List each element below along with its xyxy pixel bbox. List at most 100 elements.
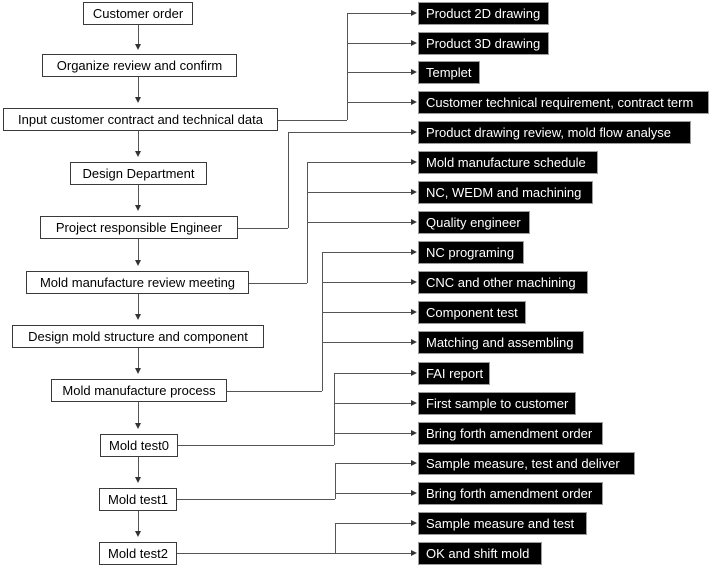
process-box-design-department[interactable]: Design Department: [70, 162, 207, 185]
output-box-cnc-other-machining[interactable]: CNC and other machining: [418, 271, 588, 294]
branch5-source-stub: [178, 445, 334, 446]
spine-segment-9: [138, 457, 139, 477]
branch4-lead-nc-programing: [322, 252, 412, 253]
process-box-mold-test2[interactable]: Mold test2: [99, 542, 177, 565]
output-box-matching-assembling[interactable]: Matching and assembling: [418, 331, 584, 354]
branch4-source-stub: [227, 391, 322, 392]
branch2-source-stub: [238, 228, 288, 229]
process-label: Mold manufacture review meeting: [39, 275, 236, 290]
spine-segment-8: [138, 402, 139, 423]
branch1-arrow-customer-req: [411, 98, 417, 105]
output-box-product-drawing-review[interactable]: Product drawing review, mold flow analys…: [418, 121, 691, 144]
output-label: Product 3D drawing: [426, 36, 541, 51]
output-label: Component test: [426, 305, 518, 320]
output-box-nc-wedm-machining[interactable]: NC, WEDM and machining: [418, 181, 593, 204]
branch6-lead-amendment-order-2: [335, 493, 412, 494]
spine-arrow-7: [134, 368, 141, 374]
branch6-lead-sample-measure-deliver: [335, 463, 412, 464]
output-box-fai-report[interactable]: FAI report: [418, 362, 490, 385]
process-label: Mold test1: [108, 492, 168, 507]
spine-segment-1: [138, 25, 139, 44]
branch1-trunk: [347, 13, 348, 120]
branch6-trunk: [335, 463, 336, 499]
branch3-lead-quality-engineer: [307, 222, 412, 223]
output-label: Mold manufacture schedule: [426, 155, 586, 170]
branch7-arrow-sample-measure-test: [411, 519, 417, 526]
spine-arrow-6: [134, 314, 141, 320]
branch5-arrow-amendment-order-1: [411, 429, 417, 436]
spine-arrow-2: [134, 97, 141, 103]
branch1-arrow-product-3d: [411, 39, 417, 46]
spine-arrow-5: [134, 260, 141, 266]
process-box-mold-test0[interactable]: Mold test0: [100, 434, 178, 457]
branch3-arrow-nc-wedm: [411, 188, 417, 195]
process-label: Design mold structure and component: [28, 329, 248, 344]
output-box-customer-technical-req[interactable]: Customer technical requirement, contract…: [418, 91, 709, 114]
process-box-customer-order[interactable]: Customer order: [83, 2, 193, 25]
branch1-arrow-product-2d: [411, 9, 417, 16]
output-label: First sample to customer: [426, 396, 569, 411]
branch6-arrow-sample-measure-deliver: [411, 459, 417, 466]
branch4-arrow-matching-assembling: [411, 338, 417, 345]
output-box-templet[interactable]: Templet: [418, 61, 480, 84]
process-label: Customer order: [92, 6, 184, 21]
output-box-first-sample-to-customer[interactable]: First sample to customer: [418, 392, 576, 415]
process-box-manufacture-process[interactable]: Mold manufacture process: [51, 379, 227, 402]
branch7-source-stub: [177, 553, 335, 554]
output-box-ok-shift-mold[interactable]: OK and shift mold: [418, 542, 542, 565]
branch5-arrow-first-sample: [411, 399, 417, 406]
spine-arrow-8: [134, 423, 141, 429]
branch2-arrow-drawing-review: [411, 128, 417, 135]
output-label: Templet: [426, 65, 472, 80]
process-label: Organize review and confirm: [56, 58, 223, 73]
branch1-arrow-templet: [411, 68, 417, 75]
process-box-design-mold-structure[interactable]: Design mold structure and component: [12, 325, 264, 348]
branch4-arrow-component-test: [411, 308, 417, 315]
process-label: Project responsible Engineer: [55, 220, 223, 235]
output-label: NC, WEDM and machining: [426, 185, 582, 200]
spine-segment-2: [138, 77, 139, 97]
process-label: Mold manufacture process: [62, 383, 216, 398]
output-box-amendment-order-1[interactable]: Bring forth amendment order: [418, 422, 603, 445]
output-box-product-3d-drawing[interactable]: Product 3D drawing: [418, 32, 549, 55]
branch4-arrow-cnc-machining: [411, 278, 417, 285]
process-box-project-engineer[interactable]: Project responsible Engineer: [40, 216, 238, 239]
output-label: Bring forth amendment order: [426, 426, 593, 441]
output-box-manufacture-schedule[interactable]: Mold manufacture schedule: [418, 151, 598, 174]
spine-arrow-10: [134, 531, 141, 537]
process-box-input-customer-data[interactable]: Input customer contract and technical da…: [3, 108, 278, 131]
output-box-quality-engineer[interactable]: Quality engineer: [418, 211, 530, 234]
output-box-product-2d-drawing[interactable]: Product 2D drawing: [418, 2, 549, 25]
spine-segment-5: [138, 239, 139, 260]
branch2-trunk: [288, 132, 289, 228]
spine-segment-7: [138, 348, 139, 368]
output-label: NC programing: [426, 245, 515, 260]
output-label: Product drawing review, mold flow analys…: [426, 125, 671, 140]
output-box-nc-programing[interactable]: NC programing: [418, 241, 524, 264]
process-label: Mold test0: [109, 438, 169, 453]
spine-segment-6: [138, 294, 139, 314]
process-box-review-meeting[interactable]: Mold manufacture review meeting: [26, 271, 249, 294]
output-box-component-test[interactable]: Component test: [418, 301, 526, 324]
process-box-mold-test1[interactable]: Mold test1: [99, 488, 177, 511]
branch4-trunk: [322, 252, 323, 391]
output-label: Quality engineer: [426, 215, 521, 230]
output-box-sample-measure-test[interactable]: Sample measure and test: [418, 512, 587, 535]
branch1-source-stub: [278, 120, 347, 121]
process-label: Mold test2: [108, 546, 168, 561]
branch1-lead-customer-req: [347, 102, 412, 103]
spine-arrow-4: [134, 205, 141, 211]
branch3-source-stub: [249, 283, 307, 284]
process-label: Design Department: [82, 166, 195, 181]
spine-segment-3: [138, 131, 139, 151]
branch4-arrow-nc-programing: [411, 248, 417, 255]
process-box-organize-review[interactable]: Organize review and confirm: [42, 54, 237, 77]
output-label: OK and shift mold: [426, 546, 530, 561]
branch3-lead-schedule: [307, 162, 412, 163]
branch5-lead-first-sample: [334, 403, 412, 404]
spine-segment-10: [138, 511, 139, 531]
output-box-sample-measure-deliver[interactable]: Sample measure, test and deliver: [418, 452, 635, 475]
output-box-amendment-order-2[interactable]: Bring forth amendment order: [418, 482, 603, 505]
spine-arrow-9: [134, 477, 141, 483]
output-label: Product 2D drawing: [426, 6, 541, 21]
